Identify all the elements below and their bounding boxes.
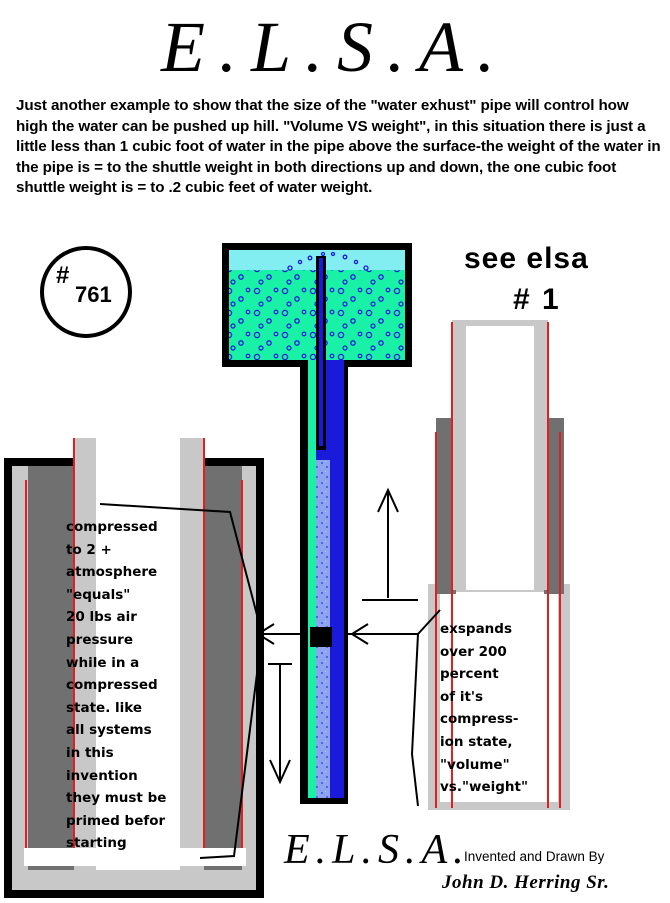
description-text: Just another example to show that the si… xyxy=(16,97,661,196)
left-label-line: pressure xyxy=(66,631,133,648)
left-label-line: 20 lbs air xyxy=(66,609,137,626)
exhaust-pipe xyxy=(300,256,348,804)
left-label-line: while in a xyxy=(66,654,140,671)
left-label-line: starting xyxy=(66,835,127,852)
footer-invented-text: Invented and Drawn By xyxy=(464,849,605,864)
left-label-line: they must be xyxy=(66,790,167,807)
left-label-line: invention xyxy=(66,767,138,784)
see-elsa-number: # 1 xyxy=(513,283,561,316)
right-label-line: ion state, xyxy=(440,733,513,750)
left-label-line: primed befor xyxy=(66,812,166,829)
right-label-line: "volume" xyxy=(440,756,510,773)
left-cylinder-label: compressed to 2 + atmosphere "equals" 20 lbs… xyxy=(66,516,206,855)
footer-author-signature: John D. Herring Sr. xyxy=(442,872,610,893)
left-cylinder xyxy=(4,438,264,898)
badge-hash: # xyxy=(56,262,70,289)
left-label-line: all systems xyxy=(66,722,152,739)
right-cylinder xyxy=(428,320,570,810)
left-label-line: "equals" xyxy=(66,586,131,603)
right-label-line: exspands xyxy=(440,621,512,637)
left-label-line: atmosphere xyxy=(66,564,158,581)
left-label-line: compressed xyxy=(66,677,158,694)
badge-number: 761 xyxy=(75,282,112,307)
right-label-line: over 200 xyxy=(440,643,507,660)
right-label-line: of it's xyxy=(440,688,484,705)
left-label-line: state. like xyxy=(66,699,143,716)
page-title: E.L.S.A. xyxy=(160,7,509,87)
footer-title: E.L.S.A. xyxy=(284,827,470,873)
shuttle-weight xyxy=(310,627,332,647)
arrows xyxy=(99,487,441,859)
right-label-line: vs."weight" xyxy=(440,779,529,796)
diagram-number-badge xyxy=(40,246,132,338)
right-cylinder-label: exspands over 200 percent of it's compress-i… xyxy=(440,618,565,799)
right-label-line: compress- xyxy=(440,711,519,728)
left-label-line: in this xyxy=(66,744,114,761)
left-label-line: compressed xyxy=(66,519,158,535)
left-label-line: to 2 + xyxy=(66,541,112,558)
see-elsa-label: see elsa xyxy=(464,242,589,275)
right-label-line: percent xyxy=(440,666,499,683)
